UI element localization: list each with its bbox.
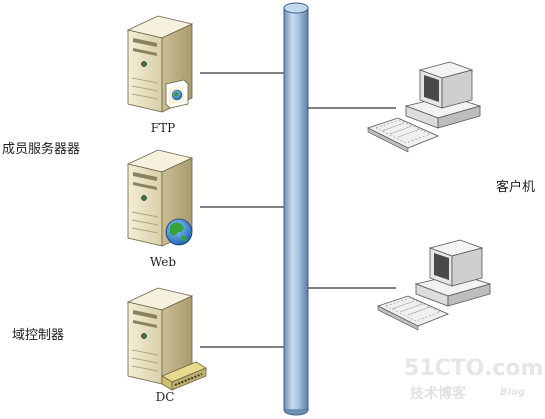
ftp-server-icon (127, 15, 193, 113)
watermark-site: 51CTO.com (404, 356, 543, 381)
network-backbone (283, 2, 309, 416)
watermark-blog-cn: 技术博客 (410, 385, 467, 402)
ftp-folder-icon (165, 79, 189, 109)
member-servers-label: 成员服务器器 (2, 141, 80, 157)
clients-label: 客户机 (496, 179, 535, 195)
connection-lines (200, 72, 396, 348)
watermark: 51CTO.com 技术博客 Blog (404, 356, 543, 402)
ftp-label: FTP (151, 121, 175, 135)
web-server-icon (127, 149, 193, 247)
client-workstation-icon (367, 61, 481, 153)
domain-controller-icon (127, 287, 207, 391)
domain-controller-label: 域控制器 (12, 328, 64, 343)
web-label: Web (150, 255, 176, 269)
watermark-blog: Blog (500, 387, 525, 398)
globe-icon (165, 218, 193, 246)
dc-label: DC (156, 390, 175, 404)
rack-device-icon (161, 361, 207, 391)
client-workstation-icon (377, 239, 491, 331)
